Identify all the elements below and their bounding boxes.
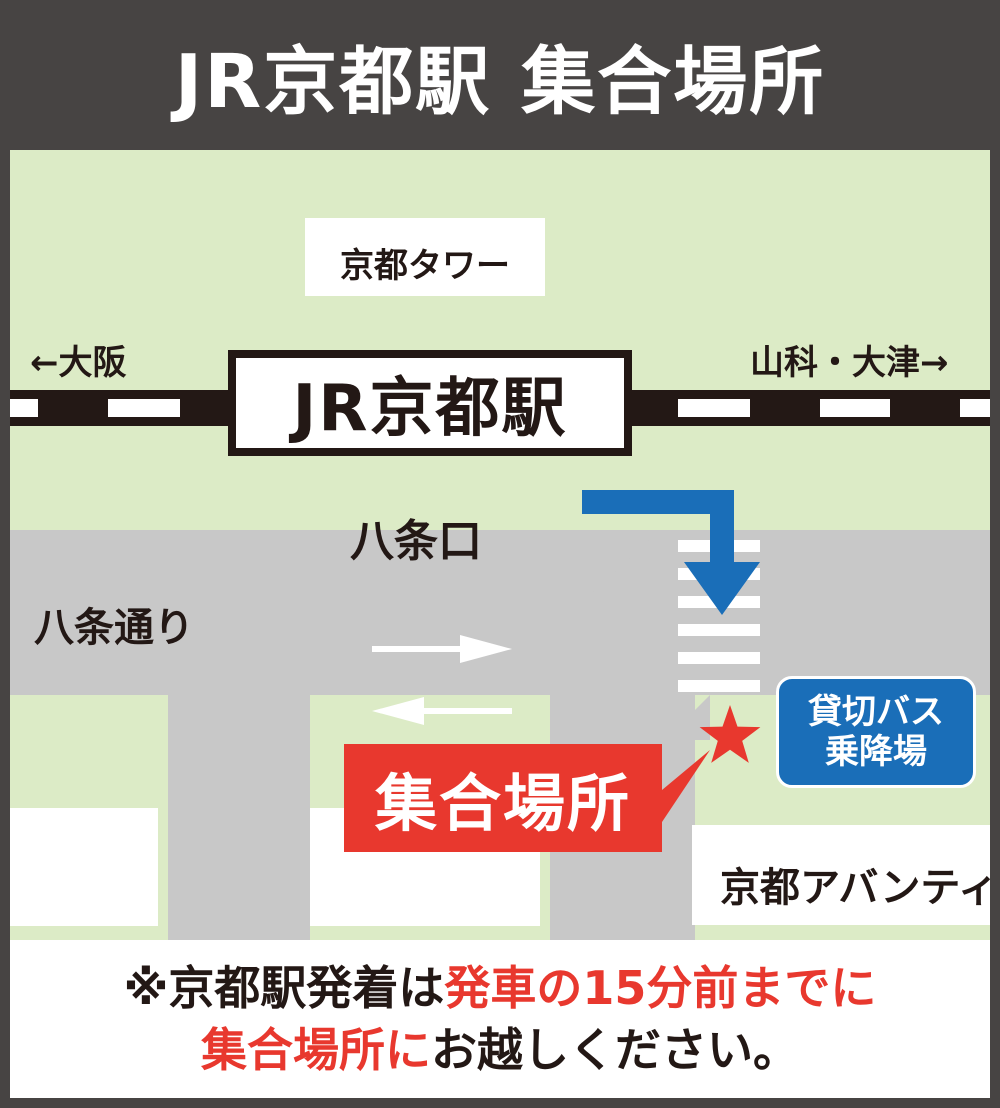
crossroad-left bbox=[168, 530, 310, 940]
avanti-label: 京都アバンティ bbox=[720, 865, 990, 911]
avanti-box bbox=[692, 825, 990, 925]
station-label-box: JR京都駅 bbox=[228, 350, 632, 456]
kyoto-tower-box bbox=[305, 218, 545, 296]
notice-highlight-2: 集合場所に bbox=[201, 1023, 431, 1077]
title-station: JR京都駅 bbox=[174, 38, 492, 125]
bus-stop-line1: 貸切バス bbox=[808, 692, 944, 732]
page-title: JR京都駅 集合場所 bbox=[0, 0, 1000, 150]
notice-highlight: 発車の15分前までに bbox=[444, 961, 877, 1015]
building-block-left bbox=[10, 808, 158, 926]
hachijo-exit-label: 八条口 bbox=[350, 516, 482, 567]
star-icon bbox=[699, 705, 761, 763]
title-place: 集合場所 bbox=[521, 38, 826, 125]
notice-line-2: 集合場所にお越しください。 bbox=[201, 1019, 799, 1081]
notice-text: ※京都駅発着は bbox=[123, 961, 445, 1015]
bus-stop-line2: 乗降場 bbox=[825, 732, 927, 772]
bus-stop-badge: 貸切バス 乗降場 bbox=[776, 676, 976, 788]
hachijo-street-label: 八条通り bbox=[34, 605, 194, 651]
traffic-arrow-icon bbox=[372, 635, 512, 725]
kyoto-tower-label: 京都タワー bbox=[340, 246, 510, 286]
notice-line-1: ※京都駅発着は発車の15分前までに bbox=[124, 957, 877, 1019]
notice-panel: ※京都駅発着は発車の15分前までに 集合場所にお越しください。 bbox=[10, 940, 990, 1098]
yamashina-direction-label: 山科・大津→ bbox=[750, 343, 949, 383]
station-map: JR京都駅 京都タワー ←大阪 山科・大津→ 八条口 八条通り 京都アバンティ … bbox=[10, 150, 990, 940]
meeting-point-callout: 集合場所 bbox=[344, 744, 662, 852]
map-overlay bbox=[372, 490, 761, 840]
route-arrow-icon bbox=[582, 490, 760, 615]
callout-pointer bbox=[650, 750, 710, 840]
notice-text-2: お越しください。 bbox=[431, 1023, 799, 1077]
osaka-direction-label: ←大阪 bbox=[30, 343, 127, 383]
